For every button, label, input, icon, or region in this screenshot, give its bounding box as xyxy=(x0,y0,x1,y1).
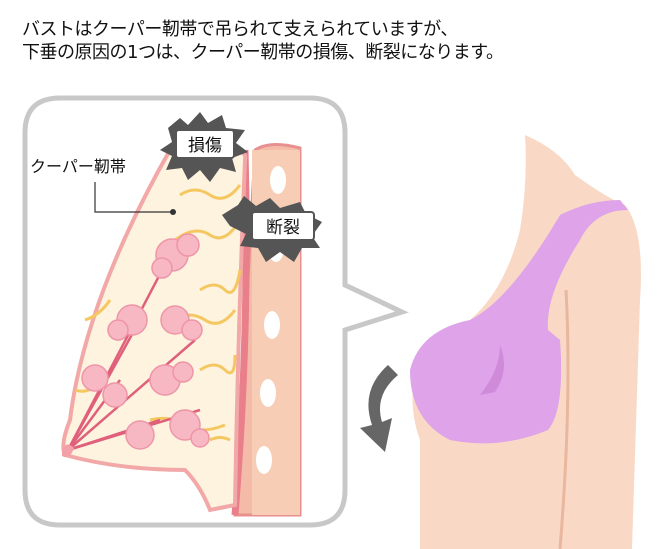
caption-line-1: バストはクーパー靭帯で吊られて支えられていますが、 xyxy=(22,19,458,40)
sagging-arrow-icon xyxy=(360,365,398,452)
label-rupture: 断裂 xyxy=(266,218,300,238)
mammary-glands xyxy=(81,233,210,450)
bra xyxy=(410,200,628,444)
damage-badge: 損傷 xyxy=(160,112,248,182)
label-cooper-ligament: クーパー靭帯 xyxy=(30,157,126,176)
breast-cross-section xyxy=(61,144,248,513)
pointer-dot xyxy=(170,209,176,215)
rupture-badge: 断裂 xyxy=(222,196,322,262)
caption: バストはクーパー靭帯で吊られて支えられていますが、 下垂の原因の1つは、クーパー… xyxy=(22,18,504,64)
caption-line-2: 下垂の原因の1つは、クーパー靭帯の損傷、断裂になります。 xyxy=(22,42,504,63)
leader-line xyxy=(94,182,172,213)
label-damage: 損傷 xyxy=(188,136,222,156)
nipple xyxy=(62,444,74,457)
